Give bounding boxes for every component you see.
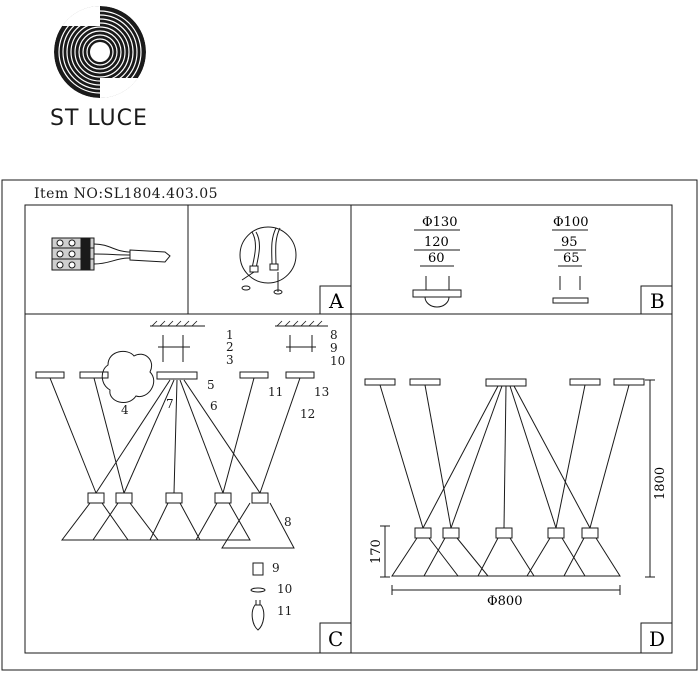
outer-frame <box>1 179 698 671</box>
canopy-dimension-right <box>552 229 589 304</box>
dim-diameter: Φ800 <box>487 594 522 609</box>
callout-6: 6 <box>210 399 218 413</box>
assembly-view-c <box>35 320 328 631</box>
callout-5: 5 <box>207 378 215 392</box>
item-number: Item NO:SL1804.403.05 <box>34 186 219 202</box>
callout-10: 10 <box>277 582 292 596</box>
callout-13: 13 <box>314 385 329 399</box>
dim-left-inner: 60 <box>428 251 445 266</box>
callout-11-top: 11 <box>268 385 283 399</box>
brand-name: ST LUCE <box>50 106 148 131</box>
dim-left-mid: 120 <box>424 235 449 250</box>
wire-connection-detail <box>239 226 297 295</box>
callouts-c: 1 2 3 4 5 6 7 8 9 10 11 12 13 8 9 10 11 <box>121 328 345 618</box>
callout-1: 1 <box>226 328 234 342</box>
callout-8-top: 8 <box>330 328 338 342</box>
callout-7: 7 <box>166 397 174 411</box>
terminal-block <box>51 237 171 271</box>
inner-frame <box>24 204 673 654</box>
dim-right-mid: 95 <box>561 235 578 250</box>
callout-4: 4 <box>121 403 129 417</box>
callout-9: 9 <box>272 561 280 575</box>
dim-total-height: 1800 <box>653 467 668 500</box>
dim-shade-height: 170 <box>369 539 384 564</box>
dimension-view-d <box>364 378 655 595</box>
dim-left-diameter: Φ130 <box>422 215 457 230</box>
callout-12: 12 <box>300 407 315 421</box>
dim-right-diameter: Φ100 <box>553 215 588 230</box>
callout-3: 3 <box>226 353 234 367</box>
dim-right-inner: 65 <box>563 251 580 266</box>
callout-9-top: 9 <box>330 341 338 355</box>
callout-2: 2 <box>226 340 234 354</box>
panel-letter-d: D <box>649 627 665 651</box>
callout-10-top: 10 <box>330 354 345 368</box>
callout-8-shade: 8 <box>284 515 292 529</box>
panel-letter-b: B <box>650 289 665 313</box>
spiral-logo-icon <box>54 6 146 98</box>
canopy-dimension-left <box>412 229 462 308</box>
callout-11: 11 <box>277 604 292 618</box>
panel-letter-a: A <box>328 289 344 313</box>
panel-letter-c: C <box>328 627 343 651</box>
